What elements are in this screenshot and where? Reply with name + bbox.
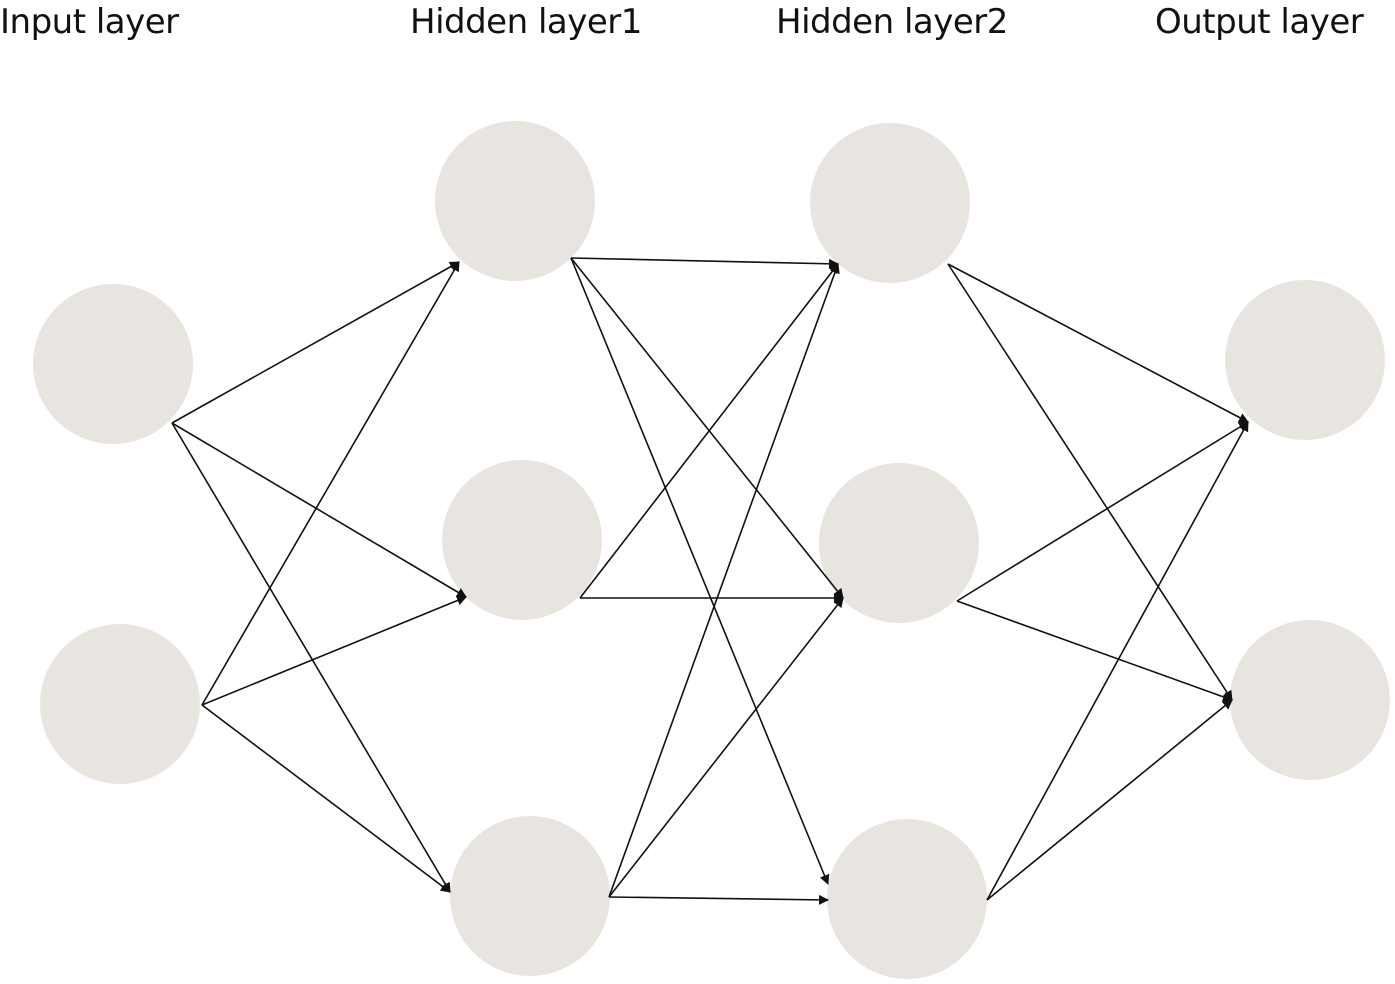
edge-arrow [956, 421, 1249, 602]
output-node-2 [1230, 620, 1390, 780]
edge-arrow [201, 595, 467, 706]
edge-arrow [608, 894, 829, 905]
hidden-layer1-label: Hidden layer1 [410, 2, 642, 42]
edge-arrow [171, 422, 451, 893]
edge-arrow [579, 263, 839, 599]
edge-arrow [947, 263, 1233, 701]
hidden1-node-2 [442, 460, 602, 620]
edge-arrow [171, 261, 460, 424]
hidden1-node-3 [450, 816, 610, 976]
hidden2-node-1 [810, 123, 970, 283]
edge-arrow [608, 263, 840, 898]
hidden1-node-1 [435, 121, 595, 281]
input-node-1 [33, 284, 193, 444]
edge-arrow [570, 257, 839, 269]
edge-arrow [956, 600, 1233, 702]
edge-arrow [171, 422, 467, 598]
output-layer-label: Output layer [1155, 2, 1364, 42]
hidden2-node-2 [819, 463, 979, 623]
hidden-layer2-label: Hidden layer2 [776, 2, 1008, 42]
nodes-group [33, 121, 1390, 979]
edge-arrow [608, 597, 844, 898]
input-layer-label: Input layer [0, 2, 179, 42]
edge-arrow [570, 257, 830, 885]
edges-group [171, 257, 1249, 905]
edge-arrow [201, 704, 451, 893]
edge-arrow [947, 263, 1249, 423]
hidden2-node-3 [827, 819, 987, 979]
edge-arrow [986, 421, 1249, 901]
output-node-1 [1225, 280, 1385, 440]
edge-arrow [201, 261, 460, 706]
edge-arrow [986, 699, 1233, 901]
edge-arrow [570, 257, 844, 599]
input-node-2 [40, 624, 200, 784]
